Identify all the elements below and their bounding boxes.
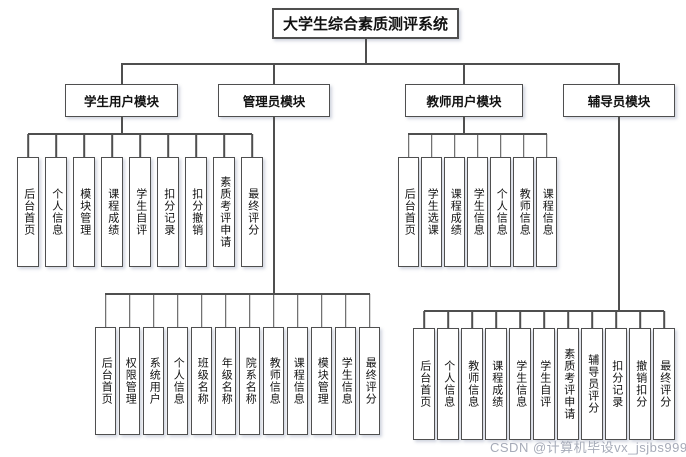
connector-teacher-group-drop bbox=[463, 117, 465, 134]
module-node-student-user: 学生用户模块 bbox=[65, 84, 178, 117]
leaf-node: 后台首页 bbox=[398, 157, 419, 267]
leaf-node: 扣分记录 bbox=[605, 328, 627, 440]
leaf-node: 学生信息 bbox=[509, 328, 531, 440]
leaf-node: 扣分撤销 bbox=[185, 157, 207, 267]
watermark-text: CSDN @计算机毕设vx_jsjbs999 bbox=[490, 440, 686, 455]
leaf-node: 教师信息 bbox=[461, 328, 483, 440]
connector-student-module-drop bbox=[121, 63, 123, 84]
leaf-node: 课程成绩 bbox=[101, 157, 123, 267]
leaf-node: 班级名称 bbox=[191, 327, 212, 435]
leaf-node: 权限管理 bbox=[119, 327, 140, 435]
connector-counselor-group-drop bbox=[618, 117, 620, 311]
leaf-node: 学生信息 bbox=[467, 157, 488, 267]
leaf-node: 学生信息 bbox=[335, 327, 356, 435]
leaf-node: 课程信息 bbox=[536, 157, 557, 267]
leaf-node: 课程信息 bbox=[287, 327, 308, 435]
connector-admin-group-horizontal bbox=[105, 293, 370, 295]
leaf-node: 模块管理 bbox=[311, 327, 332, 435]
module-node-counselor: 辅导员模块 bbox=[563, 84, 675, 117]
leaf-node: 课程成绩 bbox=[485, 328, 507, 440]
root-node: 大学生综合素质测评系统 bbox=[272, 8, 459, 39]
leaf-node: 辅导员评分 bbox=[581, 328, 603, 440]
connector-counselor-module-drop bbox=[618, 63, 620, 84]
student-module-children: 后台首页个人信息模块管理课程成绩学生自评扣分记录扣分撤销素质考评申请最终评分 bbox=[17, 157, 263, 267]
leaf-node: 个人信息 bbox=[437, 328, 459, 440]
leaf-node: 模块管理 bbox=[73, 157, 95, 267]
leaf-node: 学生自评 bbox=[533, 328, 555, 440]
admin-module-children: 后台首页权限管理系统用户个人信息班级名称年级名称院系名称教师信息课程信息模块管理… bbox=[95, 327, 380, 435]
leaf-node: 系统用户 bbox=[143, 327, 164, 435]
connector-root-drop bbox=[365, 38, 367, 64]
leaf-node: 教师信息 bbox=[263, 327, 284, 435]
leaf-node: 后台首页 bbox=[17, 157, 39, 267]
leaf-node: 后台首页 bbox=[95, 327, 116, 435]
leaf-node: 扣分记录 bbox=[157, 157, 179, 267]
leaf-node: 最终评分 bbox=[359, 327, 380, 435]
leaf-node: 学生选课 bbox=[421, 157, 442, 267]
connector-student-group-drop bbox=[121, 117, 123, 134]
connector-admin-module-drop bbox=[273, 63, 275, 84]
leaf-node: 个人信息 bbox=[490, 157, 511, 267]
leaf-node: 年级名称 bbox=[215, 327, 236, 435]
leaf-node: 学生自评 bbox=[129, 157, 151, 267]
leaf-node: 个人信息 bbox=[167, 327, 188, 435]
teacher-module-children: 后台首页学生选课课程成绩学生信息个人信息教师信息课程信息 bbox=[398, 157, 557, 267]
leaf-node: 撤销扣分 bbox=[629, 328, 651, 440]
connector-main-horizontal bbox=[121, 63, 619, 65]
leaf-node: 课程成绩 bbox=[444, 157, 465, 267]
module-node-teacher-user: 教师用户模块 bbox=[405, 84, 523, 117]
connector-teacher-module-drop bbox=[463, 63, 465, 84]
leaf-node: 院系名称 bbox=[239, 327, 260, 435]
leaf-node: 最终评分 bbox=[653, 328, 675, 440]
leaf-node: 最终评分 bbox=[241, 157, 263, 267]
leaf-node: 后台首页 bbox=[413, 328, 435, 440]
leaf-node: 素质考评申请 bbox=[213, 157, 235, 267]
leaf-node: 素质考评申请 bbox=[557, 328, 579, 440]
leaf-node: 教师信息 bbox=[513, 157, 534, 267]
module-node-admin: 管理员模块 bbox=[218, 84, 330, 117]
counselor-module-children: 后台首页个人信息教师信息课程成绩学生信息学生自评素质考评申请辅导员评分扣分记录撤… bbox=[413, 328, 675, 440]
connector-admin-group-drop bbox=[273, 117, 275, 294]
leaf-node: 个人信息 bbox=[45, 157, 67, 267]
